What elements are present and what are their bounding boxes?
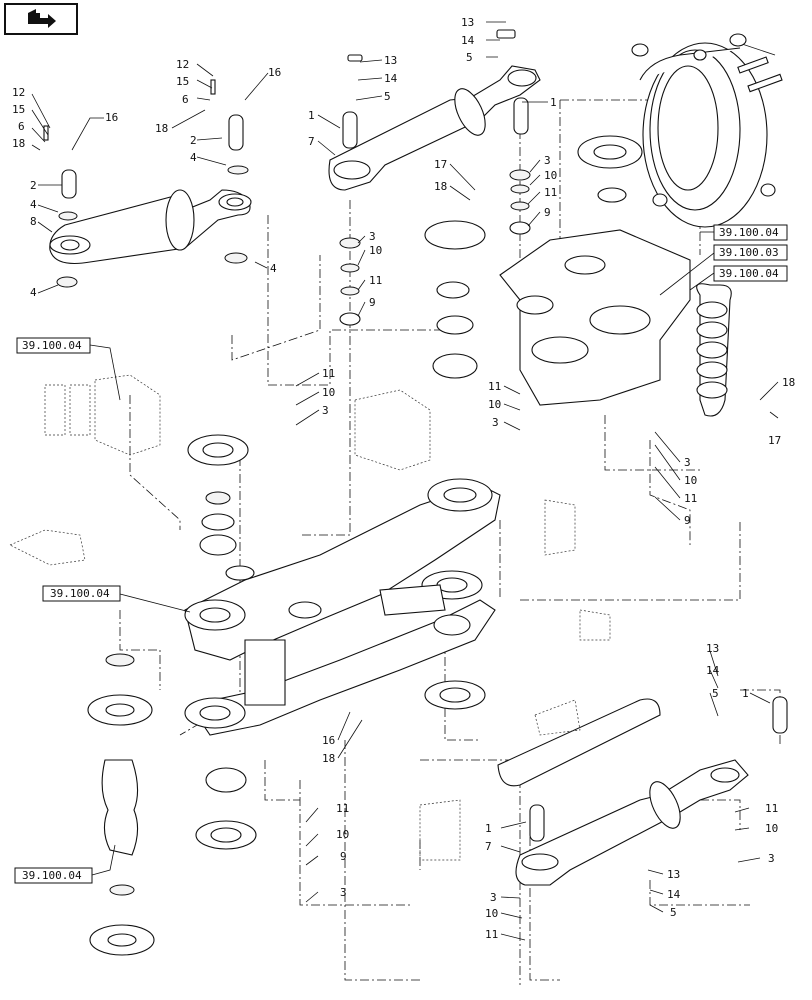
callout: 13 (667, 868, 680, 881)
callout: 14 (667, 888, 681, 901)
callout: 15 (176, 75, 189, 88)
callout: 12 (176, 58, 189, 71)
callout-leaders (31, 21, 779, 941)
callout: 11 (684, 492, 697, 505)
reference-label[interactable]: 39.100.04 (16, 337, 91, 354)
svg-text:39.100.04: 39.100.04 (22, 339, 82, 352)
main-axle-beam (184, 478, 501, 736)
callouts: 13 14 5 1 12 15 6 18 16 2 4 8 4 4 12 15 … (12, 16, 795, 941)
callout: 10 (336, 828, 349, 841)
callout: 11 (765, 802, 778, 815)
callout: 9 (340, 850, 347, 863)
dust-boot-lower-left (87, 653, 155, 956)
callout: 16 (105, 111, 118, 124)
navigation-button[interactable] (4, 3, 78, 35)
callout: 11 (322, 367, 335, 380)
callout: 11 (485, 928, 498, 941)
callout: 13 (461, 16, 474, 29)
axle-housing-upper (499, 229, 732, 417)
callout: 1 (485, 822, 492, 835)
callout: 6 (182, 93, 189, 106)
page-navigation-arrow-icon (28, 9, 56, 28)
steering-cylinder-top-center (328, 29, 541, 326)
callout: 7 (308, 135, 315, 148)
callout: 3 (684, 456, 691, 469)
svg-text:39.100.04: 39.100.04 (50, 587, 110, 600)
callout: 10 (765, 822, 778, 835)
callout: 3 (490, 891, 497, 904)
callout: 3 (768, 852, 775, 865)
reference-boxes: 39.100.04 39.100.03 39.100.04 39.100.04 … (14, 224, 788, 884)
callout: 4 (190, 151, 197, 164)
callout: 14 (706, 664, 720, 677)
callout: 4 (30, 286, 37, 299)
callout: 3 (492, 416, 499, 429)
callout: 14 (461, 34, 475, 47)
callout: 3 (544, 154, 551, 167)
callout: 9 (369, 296, 376, 309)
callout: 9 (544, 206, 551, 219)
callout: 11 (369, 274, 382, 287)
callout: 3 (369, 230, 376, 243)
callout: 18 (155, 122, 168, 135)
callout: 11 (336, 802, 349, 815)
svg-text:39.100.03: 39.100.03 (719, 246, 779, 259)
callout: 17 (768, 434, 781, 447)
callout: 18 (12, 137, 25, 150)
callout: 13 (706, 642, 719, 655)
callout: 16 (322, 734, 335, 747)
flange-top-right (424, 135, 643, 379)
reference-label[interactable]: 39.100.03 (713, 244, 788, 261)
steering-cylinder-bottom-right (497, 696, 788, 886)
callout: 4 (270, 262, 277, 275)
callout: 10 (322, 386, 335, 399)
svg-text:39.100.04: 39.100.04 (22, 869, 82, 882)
reference-label[interactable]: 39.100.04 (713, 265, 788, 282)
callout: 5 (670, 906, 677, 919)
callout: 7 (485, 840, 492, 853)
callout: 18 (782, 376, 795, 389)
callout: 12 (12, 86, 25, 99)
callout: 18 (434, 180, 447, 193)
callout: 2 (190, 134, 197, 147)
callout: 11 (488, 380, 501, 393)
callout: 3 (340, 886, 347, 899)
left-flange-stack (187, 434, 486, 850)
callout: 14 (384, 72, 398, 85)
callout: 10 (485, 907, 498, 920)
callout: 9 (684, 514, 691, 527)
callout: 5 (384, 90, 391, 103)
svg-text:39.100.04: 39.100.04 (719, 267, 779, 280)
reference-label[interactable]: 39.100.04 (42, 585, 121, 602)
reference-label[interactable]: 39.100.04 (14, 867, 93, 884)
callout: 17 (434, 158, 447, 171)
callout: 16 (268, 66, 281, 79)
callout: 6 (18, 120, 25, 133)
callout: 13 (384, 54, 397, 67)
callout: 4 (30, 198, 37, 211)
svg-text:39.100.04: 39.100.04 (719, 226, 779, 239)
callout: 1 (742, 687, 749, 700)
callout: 10 (544, 169, 557, 182)
callout: 10 (488, 398, 501, 411)
callout: 5 (712, 687, 719, 700)
ghost-brackets (9, 374, 611, 861)
callout: 10 (684, 474, 697, 487)
reference-label[interactable]: 39.100.04 (713, 224, 788, 241)
callout: 5 (466, 51, 473, 64)
callout: 2 (30, 179, 37, 192)
callout: 15 (12, 103, 25, 116)
callout: 1 (308, 109, 315, 122)
callout: 8 (30, 215, 37, 228)
callout: 3 (322, 404, 329, 417)
callout: 1 (550, 96, 557, 109)
callout: 11 (544, 186, 557, 199)
steering-cylinder-top-left (43, 79, 252, 288)
callout: 10 (369, 244, 382, 257)
callout: 18 (322, 752, 335, 765)
wheel-hub-ring (631, 33, 783, 228)
